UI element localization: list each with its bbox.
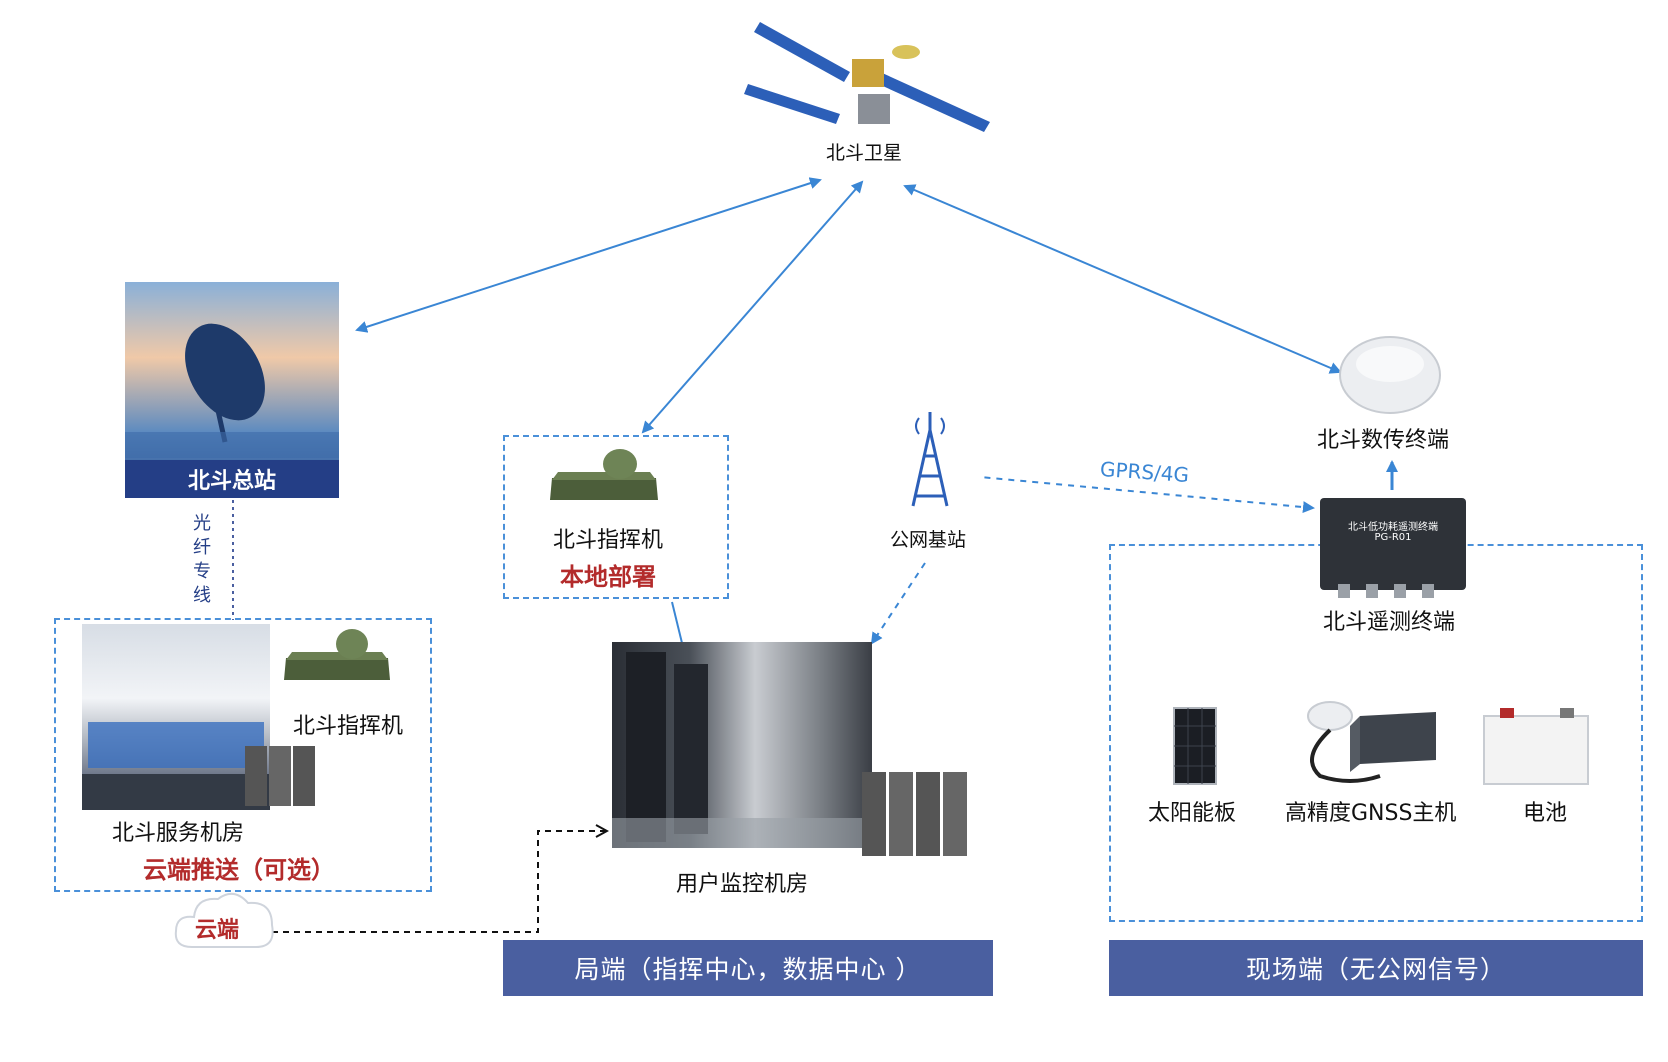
- local-commander-label: 北斗指挥机: [553, 528, 664, 553]
- satellite-label: 北斗卫星: [826, 142, 903, 164]
- server-rack-icon: [245, 746, 315, 806]
- user-room-image: [612, 642, 872, 848]
- link-cloud-room: [272, 831, 606, 933]
- cloud-label: 云端: [195, 918, 240, 943]
- device-model-text: PG-R01: [1374, 532, 1412, 543]
- base-station-label: 公网基站: [890, 529, 967, 551]
- connector-ports: [1338, 584, 1448, 598]
- commander-device-icon-2: [284, 629, 390, 680]
- main-station-label: 北斗总站: [125, 460, 339, 498]
- gnss-host-icon: [1307, 701, 1436, 783]
- service-commander-label: 北斗指挥机: [293, 714, 404, 739]
- service-room-label: 北斗服务机房: [112, 821, 245, 846]
- server-rack-icon-2: [862, 772, 967, 856]
- solar-panel-icon: [1173, 707, 1217, 785]
- main-station-image: 北斗总站: [125, 282, 339, 498]
- user-room-label: 用户监控机房: [676, 872, 809, 897]
- local-deploy-box: [503, 435, 729, 599]
- fiber-link-label: 光纤专线: [193, 513, 211, 606]
- service-room-image: [82, 624, 270, 810]
- data-terminal-label: 北斗数传终端: [1317, 428, 1450, 453]
- data-terminal-icon: [1339, 336, 1441, 414]
- link-gprs: [979, 476, 1315, 514]
- office-side-banner: 局端（指挥中心，数据中心 ）: [503, 940, 993, 996]
- cloud-icon: [174, 892, 274, 948]
- commander-device-icon: [550, 449, 658, 500]
- link-satellite-commander: [641, 180, 864, 434]
- battery-icon: [1483, 708, 1589, 785]
- link-satellite-terminal: [903, 184, 1342, 374]
- dish-antenna-icon: [125, 323, 339, 458]
- battery-label: 电池: [1523, 801, 1568, 826]
- satellite-icon: [744, 22, 990, 132]
- tower-icon: [911, 412, 949, 507]
- local-deploy-note: 本地部署: [560, 563, 656, 591]
- gnss-host-label: 高精度GNSS主机: [1285, 801, 1457, 826]
- device-name-text: 北斗低功耗遥测终端: [1348, 522, 1438, 533]
- field-side-banner: 现场端（无公网信号）: [1109, 940, 1643, 996]
- link-base-room: [870, 562, 926, 645]
- service-room-box: [54, 618, 432, 892]
- telemetry-device: 北斗低功耗遥测终端 PG-R01: [1320, 498, 1466, 598]
- link-satellite-station: [355, 177, 822, 333]
- telemetry-terminal-label: 北斗遥测终端: [1323, 610, 1456, 635]
- cloud-push-note: 云端推送（可选）: [143, 856, 335, 884]
- link-commander-room: [671, 601, 683, 644]
- solar-panel-label: 太阳能板: [1148, 801, 1237, 826]
